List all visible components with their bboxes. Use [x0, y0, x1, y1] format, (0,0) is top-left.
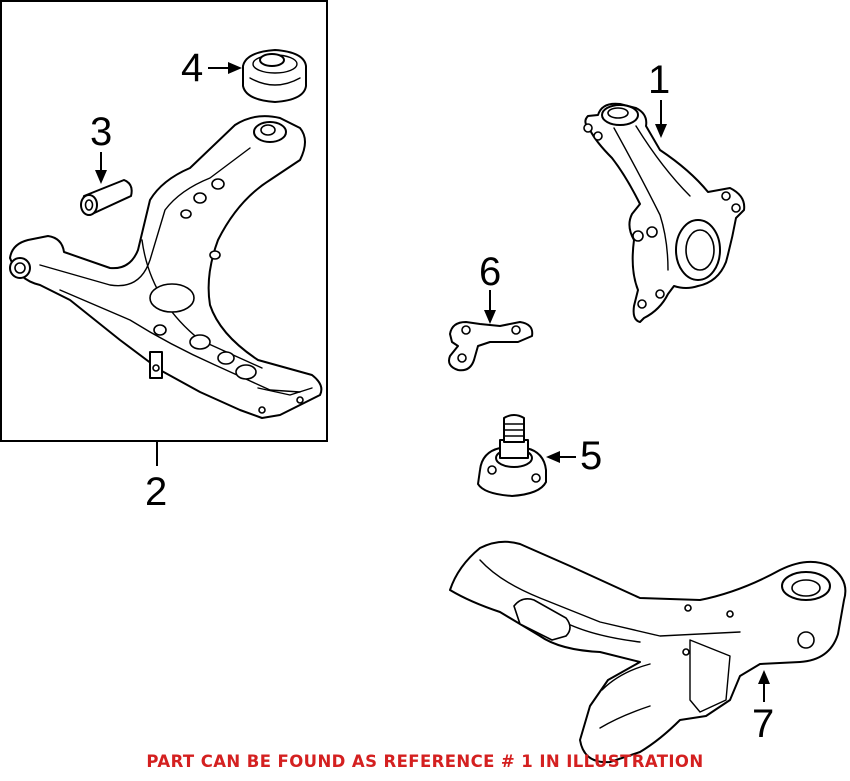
callout-6: 6 — [479, 250, 502, 294]
ball-joint-icon — [477, 414, 547, 497]
bushing-mount-icon — [242, 49, 307, 103]
bushing-sleeve-icon — [80, 179, 133, 216]
control-arm-frame — [0, 0, 328, 442]
steering-knuckle-icon — [583, 102, 746, 323]
reference-caption: PART CAN BE FOUND AS REFERENCE # 1 IN IL… — [146, 752, 704, 771]
ball-joint-plate-icon — [448, 321, 534, 372]
control-arm-assembly-icon — [9, 115, 323, 419]
callout-5: 5 — [580, 434, 603, 478]
callout-1: 1 — [648, 58, 671, 102]
callout-3: 3 — [90, 110, 113, 154]
leader-lines — [95, 62, 770, 702]
subframe-icon — [449, 540, 847, 764]
callout-7: 7 — [752, 702, 775, 746]
callout-4: 4 — [181, 46, 204, 90]
callout-2: 2 — [145, 470, 168, 514]
